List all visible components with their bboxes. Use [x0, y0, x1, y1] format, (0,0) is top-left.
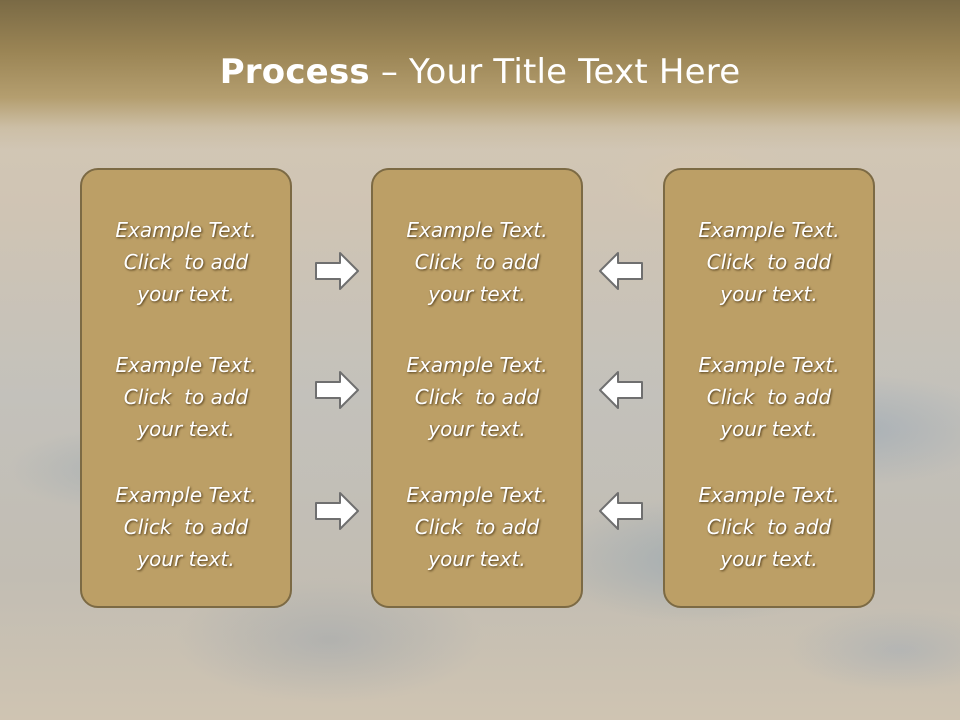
text-line: Example Text.: [406, 218, 548, 242]
text-block[interactable]: Example Text. Click to add your text.: [373, 479, 581, 575]
text-line: Example Text.: [115, 483, 257, 507]
text-line: Example Text.: [115, 218, 257, 242]
text-line: Click to add: [706, 515, 832, 539]
text-line: Example Text.: [406, 483, 548, 507]
text-line: Click to add: [706, 385, 832, 409]
text-block[interactable]: Example Text. Click to add your text.: [82, 349, 290, 445]
text-line: your text.: [428, 282, 526, 306]
text-line: Click to add: [123, 515, 249, 539]
text-line: Example Text.: [698, 218, 840, 242]
text-line: Click to add: [706, 250, 832, 274]
text-line: your text.: [137, 282, 235, 306]
process-panel-1[interactable]: Example Text. Click to add your text. Exam…: [80, 168, 292, 608]
text-block[interactable]: Example Text. Click to add your text.: [373, 349, 581, 445]
text-line: your text.: [720, 417, 818, 441]
text-line: your text.: [137, 547, 235, 571]
text-line: your text.: [428, 547, 526, 571]
text-line: Click to add: [123, 385, 249, 409]
text-line: Example Text.: [115, 353, 257, 377]
text-line: your text.: [720, 547, 818, 571]
text-line: Click to add: [414, 250, 540, 274]
text-line: Click to add: [414, 515, 540, 539]
text-block[interactable]: Example Text. Click to add your text.: [373, 214, 581, 310]
text-block[interactable]: Example Text. Click to add your text.: [82, 479, 290, 575]
arrow-left-icon: [599, 252, 643, 290]
arrow-left-icon: [599, 371, 643, 409]
text-line: your text.: [428, 417, 526, 441]
text-block[interactable]: Example Text. Click to add your text.: [665, 214, 873, 310]
title-rest: – Your Title Text Here: [369, 52, 741, 92]
text-line: your text.: [137, 417, 235, 441]
process-panel-2[interactable]: Example Text. Click to add your text. Exam…: [371, 168, 583, 608]
arrow-right-icon: [315, 492, 359, 530]
title-bold: Process: [219, 52, 370, 92]
title-band: [0, 0, 960, 150]
text-block[interactable]: Example Text. Click to add your text.: [665, 479, 873, 575]
text-block[interactable]: Example Text. Click to add your text.: [665, 349, 873, 445]
text-line: Example Text.: [406, 353, 548, 377]
text-line: Example Text.: [698, 483, 840, 507]
arrow-right-icon: [315, 252, 359, 290]
arrow-right-icon: [315, 371, 359, 409]
arrow-left-icon: [599, 492, 643, 530]
slide-title[interactable]: Process – Your Title Text Here: [0, 52, 960, 92]
text-line: Example Text.: [698, 353, 840, 377]
text-line: Click to add: [123, 250, 249, 274]
text-line: your text.: [720, 282, 818, 306]
text-block[interactable]: Example Text. Click to add your text.: [82, 214, 290, 310]
process-panel-3[interactable]: Example Text. Click to add your text. Exam…: [663, 168, 875, 608]
text-line: Click to add: [414, 385, 540, 409]
